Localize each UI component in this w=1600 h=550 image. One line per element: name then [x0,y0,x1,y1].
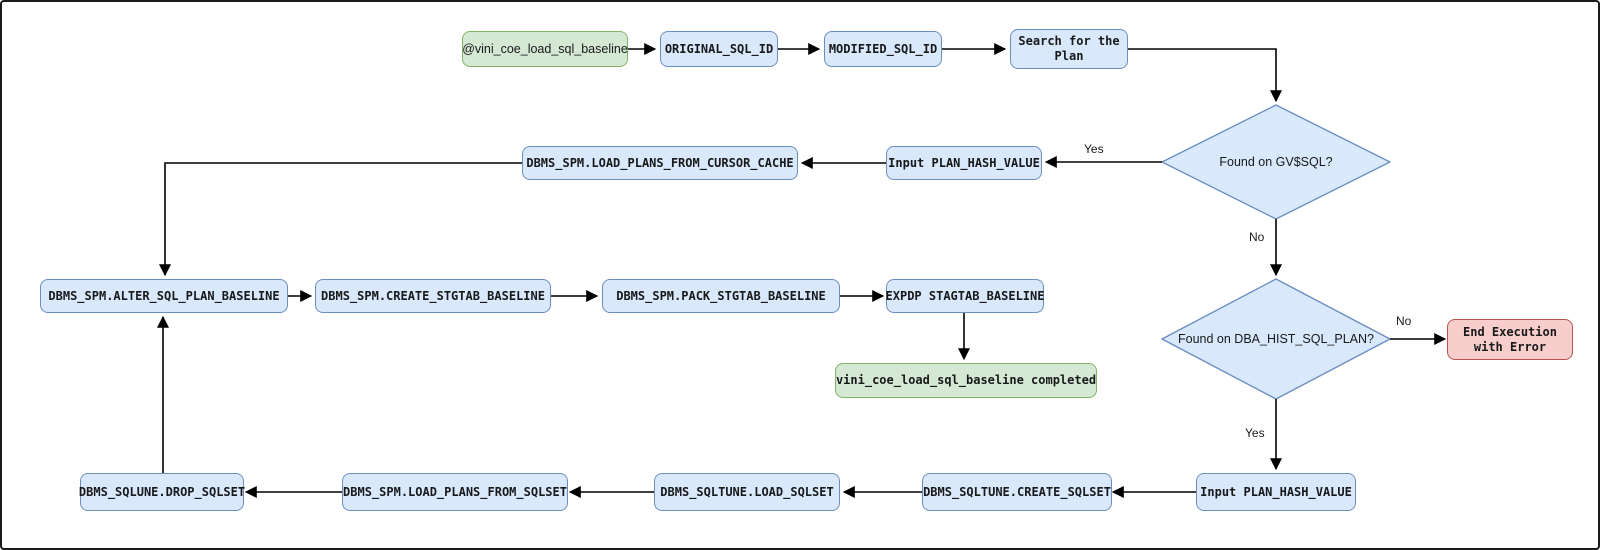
node-modified-sql-id: MODIFIED_SQL_ID [824,31,942,67]
node-completed: vini_coe_load_sql_baseline completed [835,363,1097,398]
node-input-plan-hash-value-bottom: Input PLAN_HASH_VALUE [1196,473,1356,511]
decision-found-gvsql-shape [1161,104,1391,220]
edge-label-dbahist-yes: Yes [1245,426,1265,440]
decision-found-dba-hist-label: Found on DBA_HIST_SQL_PLAN? [1178,331,1374,346]
node-original-sql-id: ORIGINAL_SQL_ID [660,31,778,67]
node-load-plans-from-cursor-cache: DBMS_SPM.LOAD_PLANS_FROM_CURSOR_CACHE [522,146,798,180]
node-end-execution-error: End Execution with Error [1447,319,1573,360]
edge-label-dbahist-no: No [1396,314,1412,328]
decision-found-gvsql-label: Found on GV$SQL? [1219,154,1333,169]
node-input-plan-hash-value-top: Input PLAN_HASH_VALUE [886,146,1042,180]
node-pack-stgtab-baseline: DBMS_SPM.PACK_STGTAB_BASELINE [602,279,840,313]
node-load-sqlset: DBMS_SQLTUNE.LOAD_SQLSET [654,473,840,511]
node-create-stgtab-baseline: DBMS_SPM.CREATE_STGTAB_BASELINE [315,279,551,313]
edge-label-gvsql-no: No [1249,230,1265,244]
node-search-plan: Search for the Plan [1010,29,1128,69]
node-create-sqlset: DBMS_SQLTUNE.CREATE_SQLSET [922,473,1112,511]
node-expdp-stagtab-baseline: EXPDP STAGTAB_BASELINE [886,279,1044,313]
node-alter-sql-plan-baseline: DBMS_SPM.ALTER_SQL_PLAN_BASELINE [40,279,288,313]
node-drop-sqlset: DBMS_SQLUNE.DROP_SQLSET [79,473,245,511]
node-start: @vini_coe_load_sql_baseline [462,31,628,67]
edge-label-gvsql-yes: Yes [1084,142,1104,156]
node-load-plans-from-sqlset: DBMS_SPM.LOAD_PLANS_FROM_SQLSET [342,473,568,511]
